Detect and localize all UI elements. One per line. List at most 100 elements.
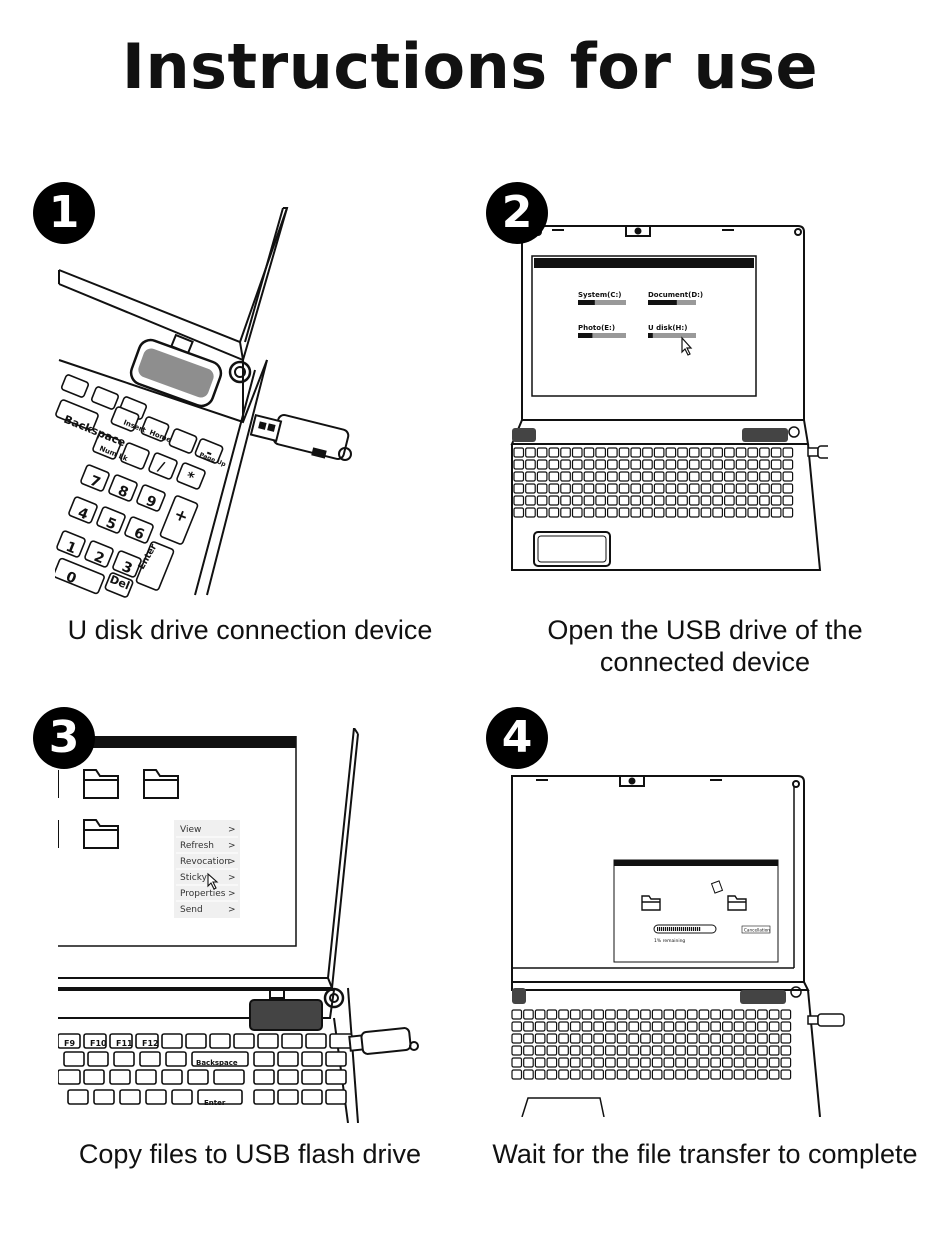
keyboard-key bbox=[688, 471, 700, 482]
step-2-caption: Open the USB drive of the connected devi… bbox=[547, 615, 863, 677]
keyboard-key bbox=[724, 459, 735, 470]
cancel-button[interactable]: Cancellation bbox=[744, 928, 770, 933]
keyboard-key bbox=[513, 507, 525, 518]
cursor-icon bbox=[207, 872, 219, 890]
keyboard-key bbox=[700, 447, 712, 458]
key-label-f10: F10 bbox=[90, 1039, 107, 1048]
key-label-f9: F9 bbox=[64, 1039, 75, 1048]
keyboard-key bbox=[277, 1069, 299, 1085]
keyboard-key bbox=[583, 447, 595, 458]
step-1-number-badge: 1 bbox=[33, 182, 95, 244]
keyboard-key bbox=[675, 1009, 686, 1020]
keyboard-key bbox=[548, 471, 560, 482]
step-2-number-badge: 2 bbox=[486, 182, 548, 244]
keyboard-key bbox=[663, 1033, 675, 1044]
keyboard-key bbox=[735, 447, 747, 458]
context-menu-item[interactable]: Properties bbox=[180, 889, 226, 899]
context-menu-item[interactable]: Send bbox=[180, 905, 203, 915]
progress-fill-segment bbox=[687, 927, 689, 931]
keyboard-key bbox=[722, 1069, 733, 1080]
keyboard-key bbox=[724, 483, 735, 494]
keyboard-key bbox=[606, 507, 618, 518]
left-speaker bbox=[512, 988, 526, 1004]
keyboard-key bbox=[651, 1069, 663, 1080]
keyboard-key bbox=[651, 1021, 663, 1032]
keyboard-key bbox=[618, 471, 630, 482]
transfer-dialog: 1% remaining Cancellation bbox=[613, 859, 779, 963]
keyboard-key bbox=[782, 483, 794, 494]
keyboard-key bbox=[109, 1033, 133, 1049]
context-menu-item[interactable]: Revocation bbox=[180, 857, 230, 867]
keyboard-key bbox=[653, 507, 665, 518]
keyboard-key bbox=[581, 1033, 593, 1044]
keyboard-key bbox=[616, 1009, 628, 1020]
keyboard-key bbox=[675, 1045, 686, 1056]
keyboard-key bbox=[119, 1089, 141, 1105]
keyboard-key bbox=[58, 1033, 81, 1049]
laptop-lid bbox=[511, 775, 805, 983]
keyboard-key bbox=[700, 471, 712, 482]
progress-fill-segment bbox=[695, 927, 697, 931]
keyboard-key bbox=[677, 459, 688, 470]
keyboard-key bbox=[665, 447, 677, 458]
keyboard-key bbox=[511, 1069, 523, 1080]
keyboard-key bbox=[513, 471, 525, 482]
keyboard-key bbox=[618, 459, 630, 470]
keyboard-key bbox=[768, 1045, 780, 1056]
keyboard-key bbox=[653, 495, 665, 506]
keyboard-key bbox=[628, 1057, 640, 1068]
keyboard-key bbox=[640, 1021, 651, 1032]
keyboard-key bbox=[87, 1051, 109, 1067]
keyboard-key bbox=[686, 1069, 698, 1080]
keyboard-key bbox=[165, 1051, 187, 1067]
keyboard-key bbox=[67, 1089, 89, 1105]
keyboard-key bbox=[698, 1045, 710, 1056]
keyboard-key bbox=[677, 447, 688, 458]
context-menu-item[interactable]: View bbox=[180, 825, 201, 835]
keyboard-key bbox=[628, 1069, 640, 1080]
chevron-right-icon: > bbox=[228, 873, 236, 883]
keyboard-key bbox=[710, 1057, 721, 1068]
keyboard-key bbox=[604, 1069, 616, 1080]
keyboard-key bbox=[733, 1021, 745, 1032]
keyboard-key bbox=[513, 459, 525, 470]
usb-flash-drive bbox=[348, 1027, 419, 1055]
keyboard-key bbox=[735, 471, 747, 482]
keyboard-key bbox=[722, 1009, 733, 1020]
keyboard-key bbox=[770, 471, 782, 482]
folder-icon bbox=[83, 769, 119, 799]
keyboard-key bbox=[534, 1057, 546, 1068]
step-3-caption: Copy files to USB flash drive bbox=[78, 1139, 422, 1169]
keyboard-key bbox=[560, 471, 571, 482]
keyboard-key bbox=[698, 1009, 710, 1020]
keyboard-key bbox=[305, 1033, 327, 1049]
keyboard-key bbox=[688, 483, 700, 494]
keyboard-key bbox=[583, 507, 595, 518]
keyboard-key bbox=[653, 459, 665, 470]
keyboard-key bbox=[281, 1033, 303, 1049]
keyboard-key bbox=[780, 1045, 792, 1056]
keyboard-key bbox=[583, 483, 595, 494]
key-label-f11: F11 bbox=[116, 1039, 133, 1048]
keyboard-key bbox=[197, 1089, 243, 1105]
keyboard-key bbox=[581, 1021, 593, 1032]
keyboard-key bbox=[595, 447, 607, 458]
keyboard-key bbox=[525, 459, 536, 470]
keyboard-key bbox=[604, 1057, 616, 1068]
keyboard-key bbox=[604, 1045, 616, 1056]
touchpad bbox=[533, 531, 611, 567]
keyboard-key bbox=[722, 1021, 733, 1032]
context-menu-item[interactable]: Refresh bbox=[180, 841, 214, 851]
context-menu: View>Refresh>Revocation>Sticky>Propertie… bbox=[174, 820, 240, 918]
keyboard-key bbox=[747, 447, 759, 458]
keyboard-key bbox=[513, 495, 525, 506]
keyboard-key bbox=[677, 507, 688, 518]
keyboard-key bbox=[523, 1069, 534, 1080]
keyboard-key bbox=[782, 471, 794, 482]
keyboard-key bbox=[583, 459, 595, 470]
laptop-screen-bezel bbox=[58, 207, 288, 344]
keyboard-key bbox=[733, 1045, 745, 1056]
keyboard-key bbox=[523, 1021, 534, 1032]
context-menu-item[interactable]: Sticky bbox=[180, 873, 208, 883]
keyboard-key bbox=[768, 1021, 780, 1032]
